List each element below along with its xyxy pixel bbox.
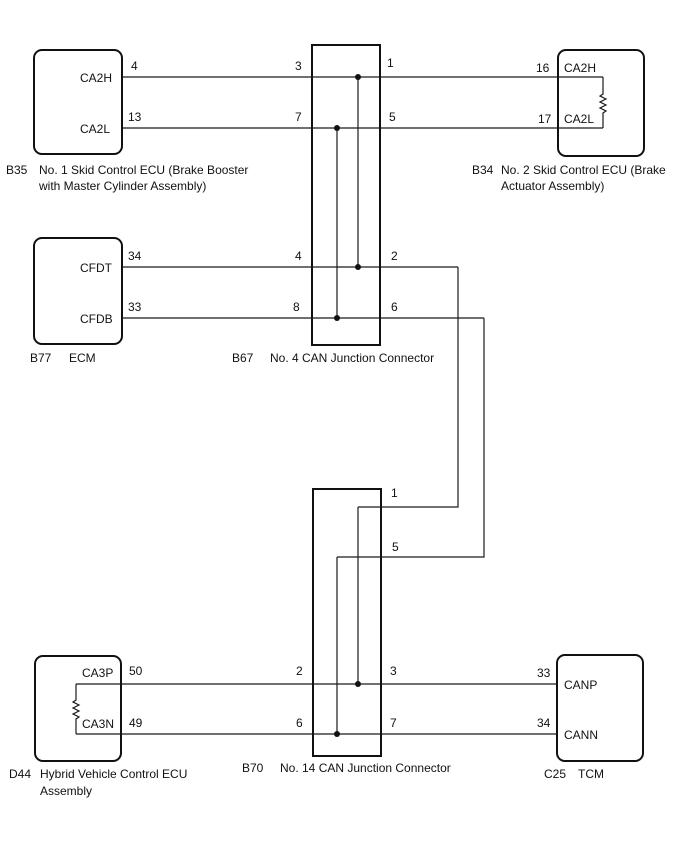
- b67-junction-box: [311, 44, 381, 346]
- b67-pin-number: 2: [391, 249, 398, 263]
- b34-title-line1: No. 2 Skid Control ECU (Brake: [501, 163, 666, 177]
- d44-pin-ca3n-label: CA3N: [82, 717, 114, 731]
- b34-pin-ca2l-label: CA2L: [564, 112, 594, 126]
- d44-connector-box: [34, 655, 122, 762]
- b77-pin-number: 33: [128, 300, 142, 314]
- b70-pin-number: 6: [296, 716, 303, 730]
- c25-pin-number: 34: [537, 716, 551, 730]
- b35-pin-number: 4: [131, 59, 138, 73]
- b35-connector-box: [33, 49, 123, 155]
- c25-pin-canp-label: CANP: [564, 678, 597, 692]
- b35-pin-ca2h-label: CA2H: [80, 71, 112, 85]
- b67-pin-number: 8: [293, 300, 300, 314]
- b34-pin-number: 16: [536, 61, 550, 75]
- b67-pin-number: 7: [295, 110, 302, 124]
- wire-b67-2-to-b70-1: [358, 267, 459, 508]
- b35-code: B35: [6, 163, 28, 177]
- b67-pin-number: 5: [389, 110, 396, 124]
- splice-dot: [355, 681, 361, 687]
- b77-title: ECM: [69, 351, 96, 365]
- b77-ecm-box: [33, 237, 123, 345]
- junction-dots: [334, 74, 361, 737]
- b35-pin-ca2l-label: CA2L: [80, 122, 110, 136]
- b70-pin-number: 2: [296, 664, 303, 678]
- b70-title: No. 14 CAN Junction Connector: [280, 761, 451, 775]
- splice-dot: [334, 731, 340, 737]
- b67-code: B67: [232, 351, 254, 365]
- d44-code: D44: [9, 767, 31, 781]
- c25-tcm-box: [556, 654, 644, 762]
- b67-pin-number: 3: [295, 59, 302, 73]
- b67-pin-number: 4: [295, 249, 302, 263]
- d44-title-line1: Hybrid Vehicle Control ECU: [40, 767, 187, 781]
- b70-junction-box: [312, 488, 382, 757]
- b35-title-line2: with Master Cylinder Assembly): [38, 179, 206, 193]
- b77-pin-cfdb-label: CFDB: [80, 312, 113, 326]
- c25-pin-number: 33: [537, 666, 551, 680]
- d44-pin-ca3p-label: CA3P: [82, 666, 113, 680]
- d44-title-line2: Assembly: [40, 784, 92, 798]
- b77-pin-cfdt-label: CFDT: [80, 261, 113, 275]
- splice-dot: [334, 125, 340, 131]
- b70-code: B70: [242, 761, 264, 775]
- b77-code: B77: [30, 351, 52, 365]
- b67-pin-number: 1: [387, 56, 394, 70]
- splice-dot: [355, 264, 361, 270]
- b35-pin-number: 13: [128, 110, 142, 124]
- splice-dot: [334, 315, 340, 321]
- b67-title: No. 4 CAN Junction Connector: [270, 351, 434, 365]
- b70-pin-number: 7: [390, 716, 397, 730]
- d44-pin-number: 49: [129, 716, 143, 730]
- b70-pin-number: 1: [391, 486, 398, 500]
- b70-pin-number: 3: [390, 664, 397, 678]
- b77-pin-number: 34: [128, 249, 142, 263]
- b67-pin-number: 6: [391, 300, 398, 314]
- b34-pin-ca2h-label: CA2H: [564, 61, 596, 75]
- b34-title-line2: Actuator Assembly): [501, 179, 604, 193]
- c25-title: TCM: [578, 767, 604, 781]
- wire-overlays: [71, 76, 608, 735]
- b35-title-line1: No. 1 Skid Control ECU (Brake Booster: [39, 163, 248, 177]
- d44-pin-number: 50: [129, 664, 143, 678]
- b34-code: B34: [472, 163, 494, 177]
- c25-pin-cann-label: CANN: [564, 728, 598, 742]
- c25-code: C25: [544, 767, 566, 781]
- wire-b67-6-to-b70-5: [337, 318, 485, 558]
- b34-pin-number: 17: [538, 112, 552, 126]
- b70-pin-number: 5: [392, 540, 399, 554]
- splice-dot: [355, 74, 361, 80]
